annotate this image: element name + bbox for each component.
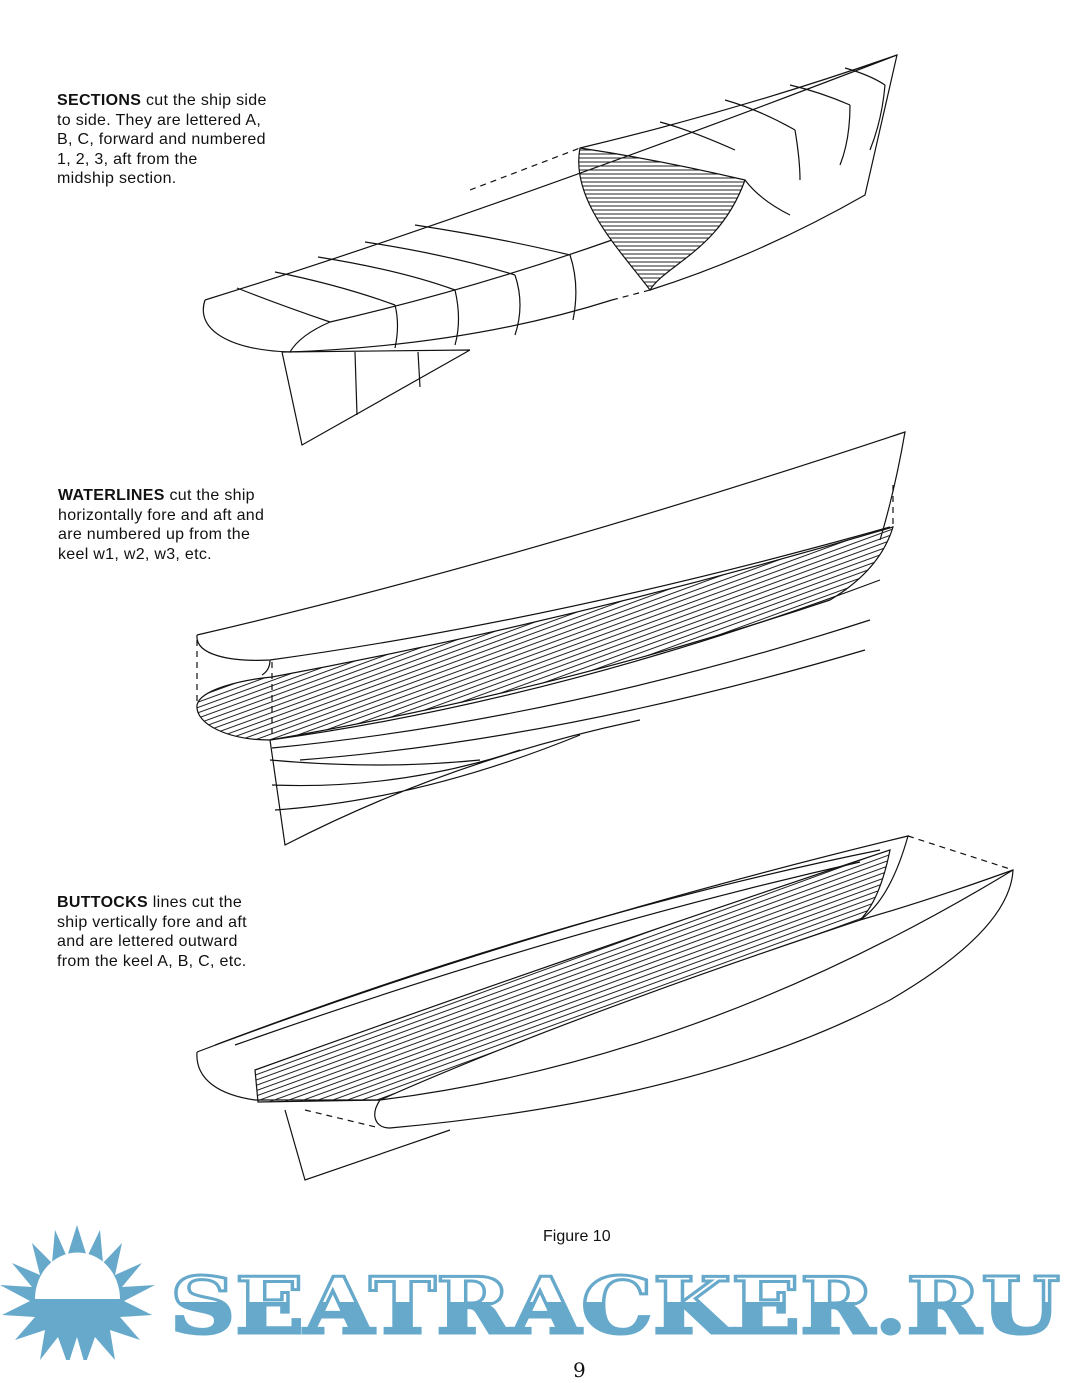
waterlines-caption: WATERLINES cut the ship horizontally for… xyxy=(58,486,264,564)
caption-line: 1, 2, 3, aft from the xyxy=(57,150,198,168)
watermark-text: SEATRACKER.RU xyxy=(170,1261,1060,1352)
caption-line: midship section. xyxy=(57,170,177,187)
sections-term: SECTIONS xyxy=(57,92,142,109)
sections-hull-drawing xyxy=(202,54,898,446)
waterlines-hull-drawing xyxy=(196,431,906,846)
waterlines-term: WATERLINES xyxy=(58,487,165,504)
seatracker-watermark-logo: SEATRACKER.RU xyxy=(0,1225,1062,1360)
caption-line: horizontally fore and aft and xyxy=(58,506,265,524)
caption-line: B, C, forward and numbered xyxy=(57,131,266,148)
caption-line: keel w1, w2, w3, etc. xyxy=(58,545,212,563)
caption-line: ship vertically fore and aft xyxy=(57,913,247,931)
caption-line: cut the ship xyxy=(164,487,255,504)
buttocks-caption: BUTTOCKS lines cut the ship vertically f… xyxy=(57,893,247,971)
buttocks-term: BUTTOCKS xyxy=(57,894,148,911)
caption-line: to side. They are lettered A, xyxy=(57,111,262,129)
sunburst-icon xyxy=(0,1225,155,1360)
figure-label: Figure 10 xyxy=(543,1228,611,1245)
caption-line: cut the ship side xyxy=(141,92,267,109)
caption-line: and are lettered outward xyxy=(57,933,238,950)
caption-line: are numbered up from the xyxy=(58,526,251,543)
page-number: 9 xyxy=(573,1358,586,1382)
sections-caption: SECTIONS cut the ship side to side. They… xyxy=(57,91,267,189)
caption-line: lines cut the xyxy=(148,894,243,911)
buttocks-hull-drawing xyxy=(196,835,1014,1181)
caption-line: from the keel A, B, C, etc. xyxy=(57,952,247,970)
